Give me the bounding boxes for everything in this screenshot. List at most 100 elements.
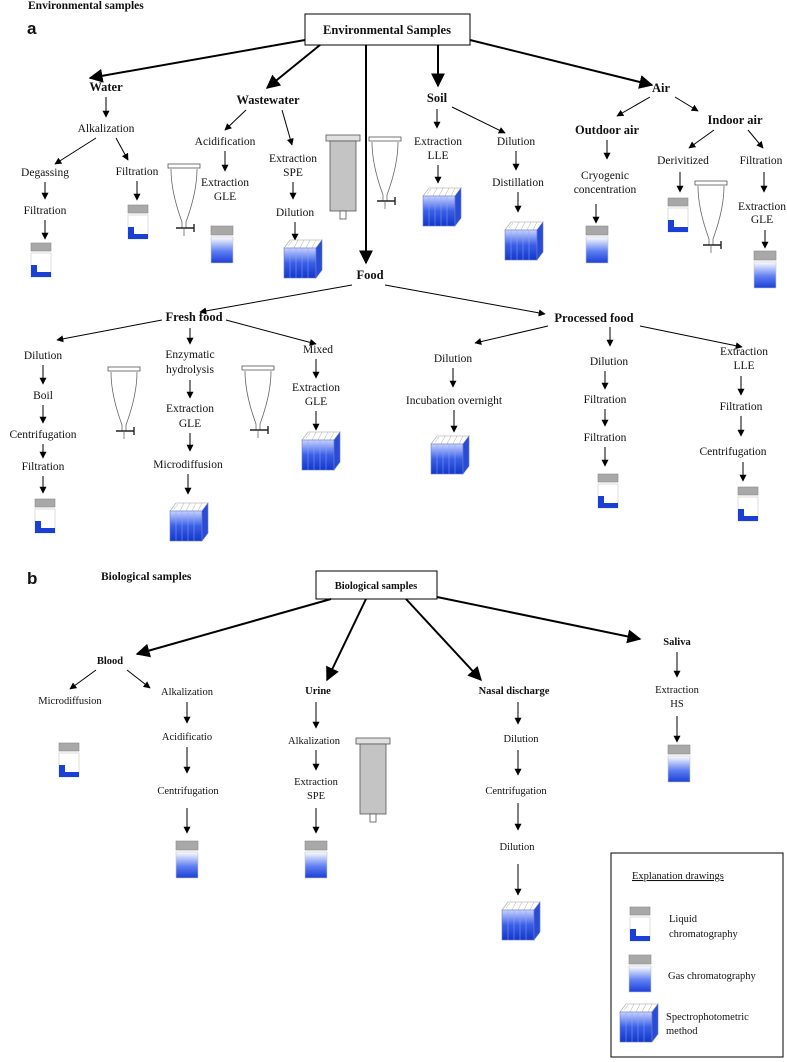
legend-lc-1: Liquid [669, 914, 698, 925]
separatory-funnel-icon [241, 365, 275, 439]
processed-food-label: Processed food [554, 311, 633, 325]
legend-title: Explanation drawings [632, 871, 724, 882]
panel-b-letter: b [27, 569, 37, 588]
soil-extraction-lle-2: LLE [427, 150, 448, 162]
air-extraction-gle-1: Extraction [738, 201, 786, 213]
nasal-discharge-label: Nasal discharge [479, 686, 550, 697]
food-label: Food [356, 268, 383, 282]
gc-vial-icon [175, 840, 199, 879]
legend-spec-1: Spectrophotometric [666, 1012, 749, 1023]
processed-centrifugation-c: Centrifugation [699, 446, 766, 458]
fresh-microdiffusion: Microdiffusion [153, 459, 223, 471]
air-extraction-gle-2: GLE [751, 214, 773, 226]
panel-b-header: Biological samples [101, 571, 192, 583]
fresh-boil: Boil [33, 390, 53, 402]
wastewater-label: Wastewater [236, 93, 300, 107]
outdoor-air-label: Outdoor air [575, 123, 639, 137]
spectrophotometer-cube-icon [169, 502, 209, 542]
air-cryogenic-2: concentration [574, 184, 637, 196]
lc-vial-icon [34, 498, 56, 534]
panel-a-header: Environmental samples [28, 0, 144, 12]
processed-dilution-b: Dilution [590, 356, 629, 368]
gc-vial-icon [210, 225, 234, 264]
fresh-extraction-gle-1: Extraction [166, 403, 214, 415]
gc-vial-icon [667, 744, 691, 783]
urine-label: Urine [305, 686, 331, 697]
spectrophotometer-cube-icon [501, 901, 541, 941]
air-cryogenic-1: Cryogenic [581, 170, 629, 182]
nasal-dilution-2: Dilution [499, 842, 535, 853]
spe-syringe-icon [355, 737, 391, 823]
lc-vial-icon [667, 197, 689, 233]
spectrophotometer-cube-icon [283, 239, 323, 279]
panel-a-letter: a [27, 19, 37, 38]
separatory-funnel-icon [368, 136, 402, 210]
lc-vial-icon [737, 486, 759, 522]
processed-incubation: Incubation overnight [406, 395, 503, 407]
blood-label: Blood [97, 656, 123, 667]
soil-extraction-lle-1: Extraction [414, 136, 462, 148]
lc-vial-icon [30, 242, 52, 278]
separatory-funnel-icon [694, 180, 728, 254]
spectrophotometer-cube-icon [422, 187, 462, 227]
wastewater-acidification: Acidification [195, 136, 256, 148]
processed-extraction-lle-1: Extraction [720, 346, 768, 358]
soil-label: Soil [427, 91, 448, 105]
water-alkalization: Alkalization [78, 123, 135, 135]
processed-filtration-c: Filtration [720, 401, 763, 413]
environmental-root-box [304, 13, 471, 46]
environmental-root-label: Environmental Samples [323, 23, 451, 37]
urine-alkalization: Alkalization [288, 736, 341, 747]
air-label: Air [652, 81, 671, 95]
spectrophotometer-cube-icon [430, 435, 470, 475]
water-degassing: Degassing [21, 167, 69, 179]
fresh-food-label: Fresh food [165, 310, 222, 324]
nasal-dilution-1: Dilution [503, 734, 539, 745]
legend-spec-2: method [666, 1026, 698, 1037]
blood-alkalization: Alkalization [161, 687, 214, 698]
fresh-filtration: Filtration [22, 461, 65, 473]
saliva-extraction-2: HS [670, 699, 684, 710]
spe-syringe-icon [325, 134, 361, 220]
water-filtration-left: Filtration [24, 205, 67, 217]
blood-centrifugation: Centrifugation [157, 786, 219, 797]
processed-filtration-b1: Filtration [584, 394, 627, 406]
lc-vial-icon [629, 906, 651, 942]
fresh-extraction-gle-2: GLE [179, 418, 201, 430]
soil-distillation: Distillation [492, 177, 544, 189]
bio-root-arrows [135, 596, 642, 682]
urine-extraction-1: Extraction [294, 777, 338, 788]
fresh-enzymatic-1: Enzymatic [165, 349, 214, 361]
spectrophotometer-cube-icon [619, 1003, 659, 1043]
wastewater-extraction-gle-2: GLE [214, 191, 236, 203]
legend-lc-2: chromatography [669, 929, 739, 940]
fresh-centrifugation: Centrifugation [9, 429, 76, 441]
wastewater-extraction-gle-1: Extraction [201, 177, 249, 189]
separatory-funnel-icon [167, 163, 201, 237]
gc-vial-icon [304, 840, 328, 879]
spectrophotometer-cube-icon [301, 431, 341, 471]
lc-vial-icon [127, 204, 149, 240]
fresh-mixed: Mixed [303, 344, 333, 356]
spectrophotometer-cube-icon [504, 221, 544, 261]
blood-acidification: Acidificatio [162, 732, 212, 743]
air-derivitized: Derivitized [657, 155, 709, 167]
separatory-funnel-icon [107, 366, 141, 440]
fresh-mixed-extraction-1: Extraction [292, 382, 340, 394]
soil-dilution: Dilution [497, 136, 536, 148]
lc-vial-icon [58, 742, 80, 778]
legend-gc: Gas chromatography [668, 971, 757, 982]
biological-root-label: Biological samples [335, 581, 418, 592]
blood-microdiffusion: Microdiffusion [38, 696, 102, 707]
wastewater-extraction-spe-2: SPE [283, 167, 303, 179]
processed-filtration-b2: Filtration [584, 432, 627, 444]
wastewater-dilution: Dilution [276, 207, 315, 219]
water-label: Water [89, 80, 123, 94]
indoor-air-label: Indoor air [708, 113, 763, 127]
air-filtration: Filtration [740, 155, 783, 167]
fresh-dilution: Dilution [24, 350, 63, 362]
root-arrows [88, 39, 654, 265]
gc-vial-icon [628, 954, 652, 993]
water-filtration-right: Filtration [116, 166, 159, 178]
